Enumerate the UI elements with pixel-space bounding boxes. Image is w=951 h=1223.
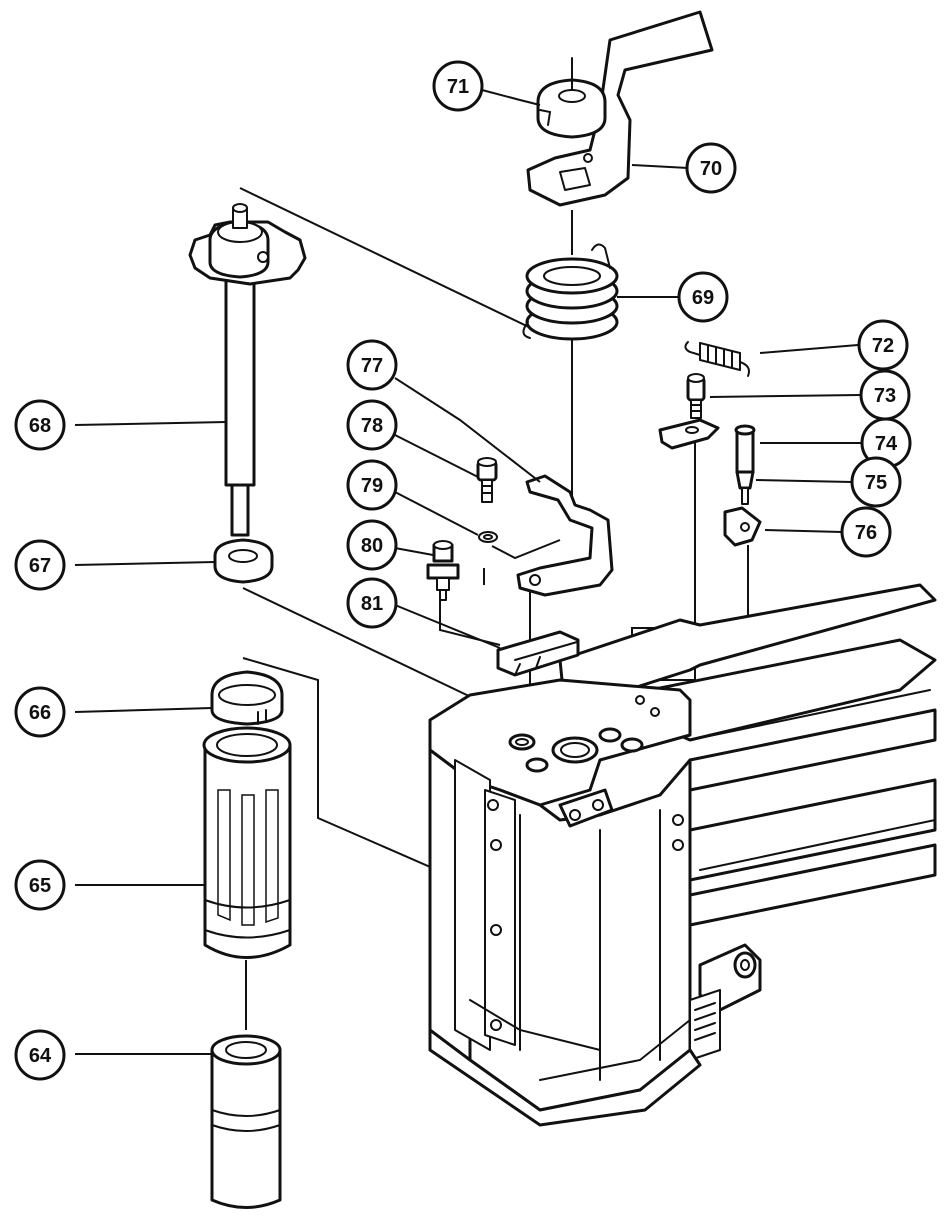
- callout-label: 69: [692, 287, 714, 309]
- callout-label: 68: [29, 415, 51, 437]
- part-68-shaft: [188, 203, 307, 537]
- callout-68: 68: [14, 399, 66, 451]
- part-73-stud: [686, 373, 706, 419]
- callout-label: 65: [29, 875, 51, 897]
- callout-69: 69: [677, 271, 729, 323]
- part-79-washer: [478, 531, 498, 543]
- callout-66: 66: [14, 686, 66, 738]
- machine-housing: [428, 583, 937, 1127]
- callout-label: 81: [361, 593, 383, 615]
- callout-75: 75: [850, 456, 902, 508]
- part-72-extension-spring: [684, 341, 750, 377]
- callout-78: 78: [346, 399, 398, 451]
- part-76-link: [723, 506, 762, 547]
- part-70-lever: [526, 10, 714, 207]
- callout-label: 73: [874, 385, 896, 407]
- callout-70: 70: [685, 142, 737, 194]
- callout-65: 65: [14, 859, 66, 911]
- callout-79: 79: [346, 459, 398, 511]
- callout-81: 81: [346, 577, 398, 629]
- callout-label: 78: [361, 415, 383, 437]
- callout-label: 80: [361, 535, 383, 557]
- part-78-screw: [476, 457, 498, 503]
- callout-73: 73: [859, 369, 911, 421]
- callout-label: 64: [29, 1045, 52, 1067]
- part-66-split-ring: [210, 670, 284, 726]
- callout-label: 75: [865, 472, 887, 494]
- part-69-torsion-spring: [522, 243, 619, 341]
- callout-64: 64: [14, 1029, 66, 1081]
- part-81-block: [496, 630, 580, 677]
- part-71-collar: [536, 57, 607, 139]
- part-80-shoulder-screw: [426, 540, 460, 601]
- callout-80: 80: [346, 519, 398, 571]
- part-77-bracket: [516, 474, 614, 597]
- callout-label: 67: [29, 555, 51, 577]
- part-64-sleeve: [210, 1034, 282, 1209]
- callout-label: 66: [29, 702, 51, 724]
- part-65-slotted-cage: [202, 726, 292, 959]
- callout-label: 76: [855, 522, 877, 544]
- callout-76: 76: [840, 506, 892, 558]
- callout-71: 71: [432, 60, 484, 112]
- callout-label: 77: [361, 355, 383, 377]
- callout-leaders: [74, 89, 862, 1055]
- callout-74: 74: [860, 417, 912, 469]
- callout-77: 77: [346, 339, 398, 391]
- callout-72: 72: [857, 319, 909, 371]
- callout-label: 79: [361, 475, 383, 497]
- callout-label: 70: [700, 158, 722, 180]
- latch-plate: [658, 418, 720, 450]
- part-74-75-pin: [734, 424, 756, 505]
- callout-label: 71: [447, 76, 469, 98]
- part-67-washer: [213, 538, 274, 584]
- callout-67: 67: [14, 539, 66, 591]
- callout-label: 72: [872, 335, 894, 357]
- callout-label: 74: [875, 433, 898, 455]
